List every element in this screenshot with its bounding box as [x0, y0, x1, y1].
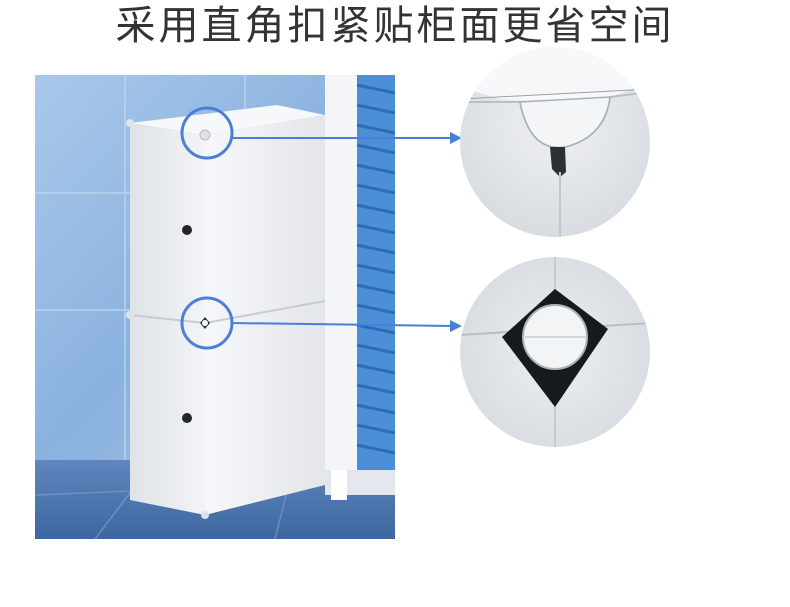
- zoom-detail-top-corner: [460, 47, 650, 237]
- arrow-right-icon: [450, 320, 462, 332]
- headline: 采用直角扣紧贴柜面更省空间: [115, 3, 675, 49]
- product-photo: [35, 75, 395, 539]
- zoom-detail-middle-connector: [460, 257, 650, 447]
